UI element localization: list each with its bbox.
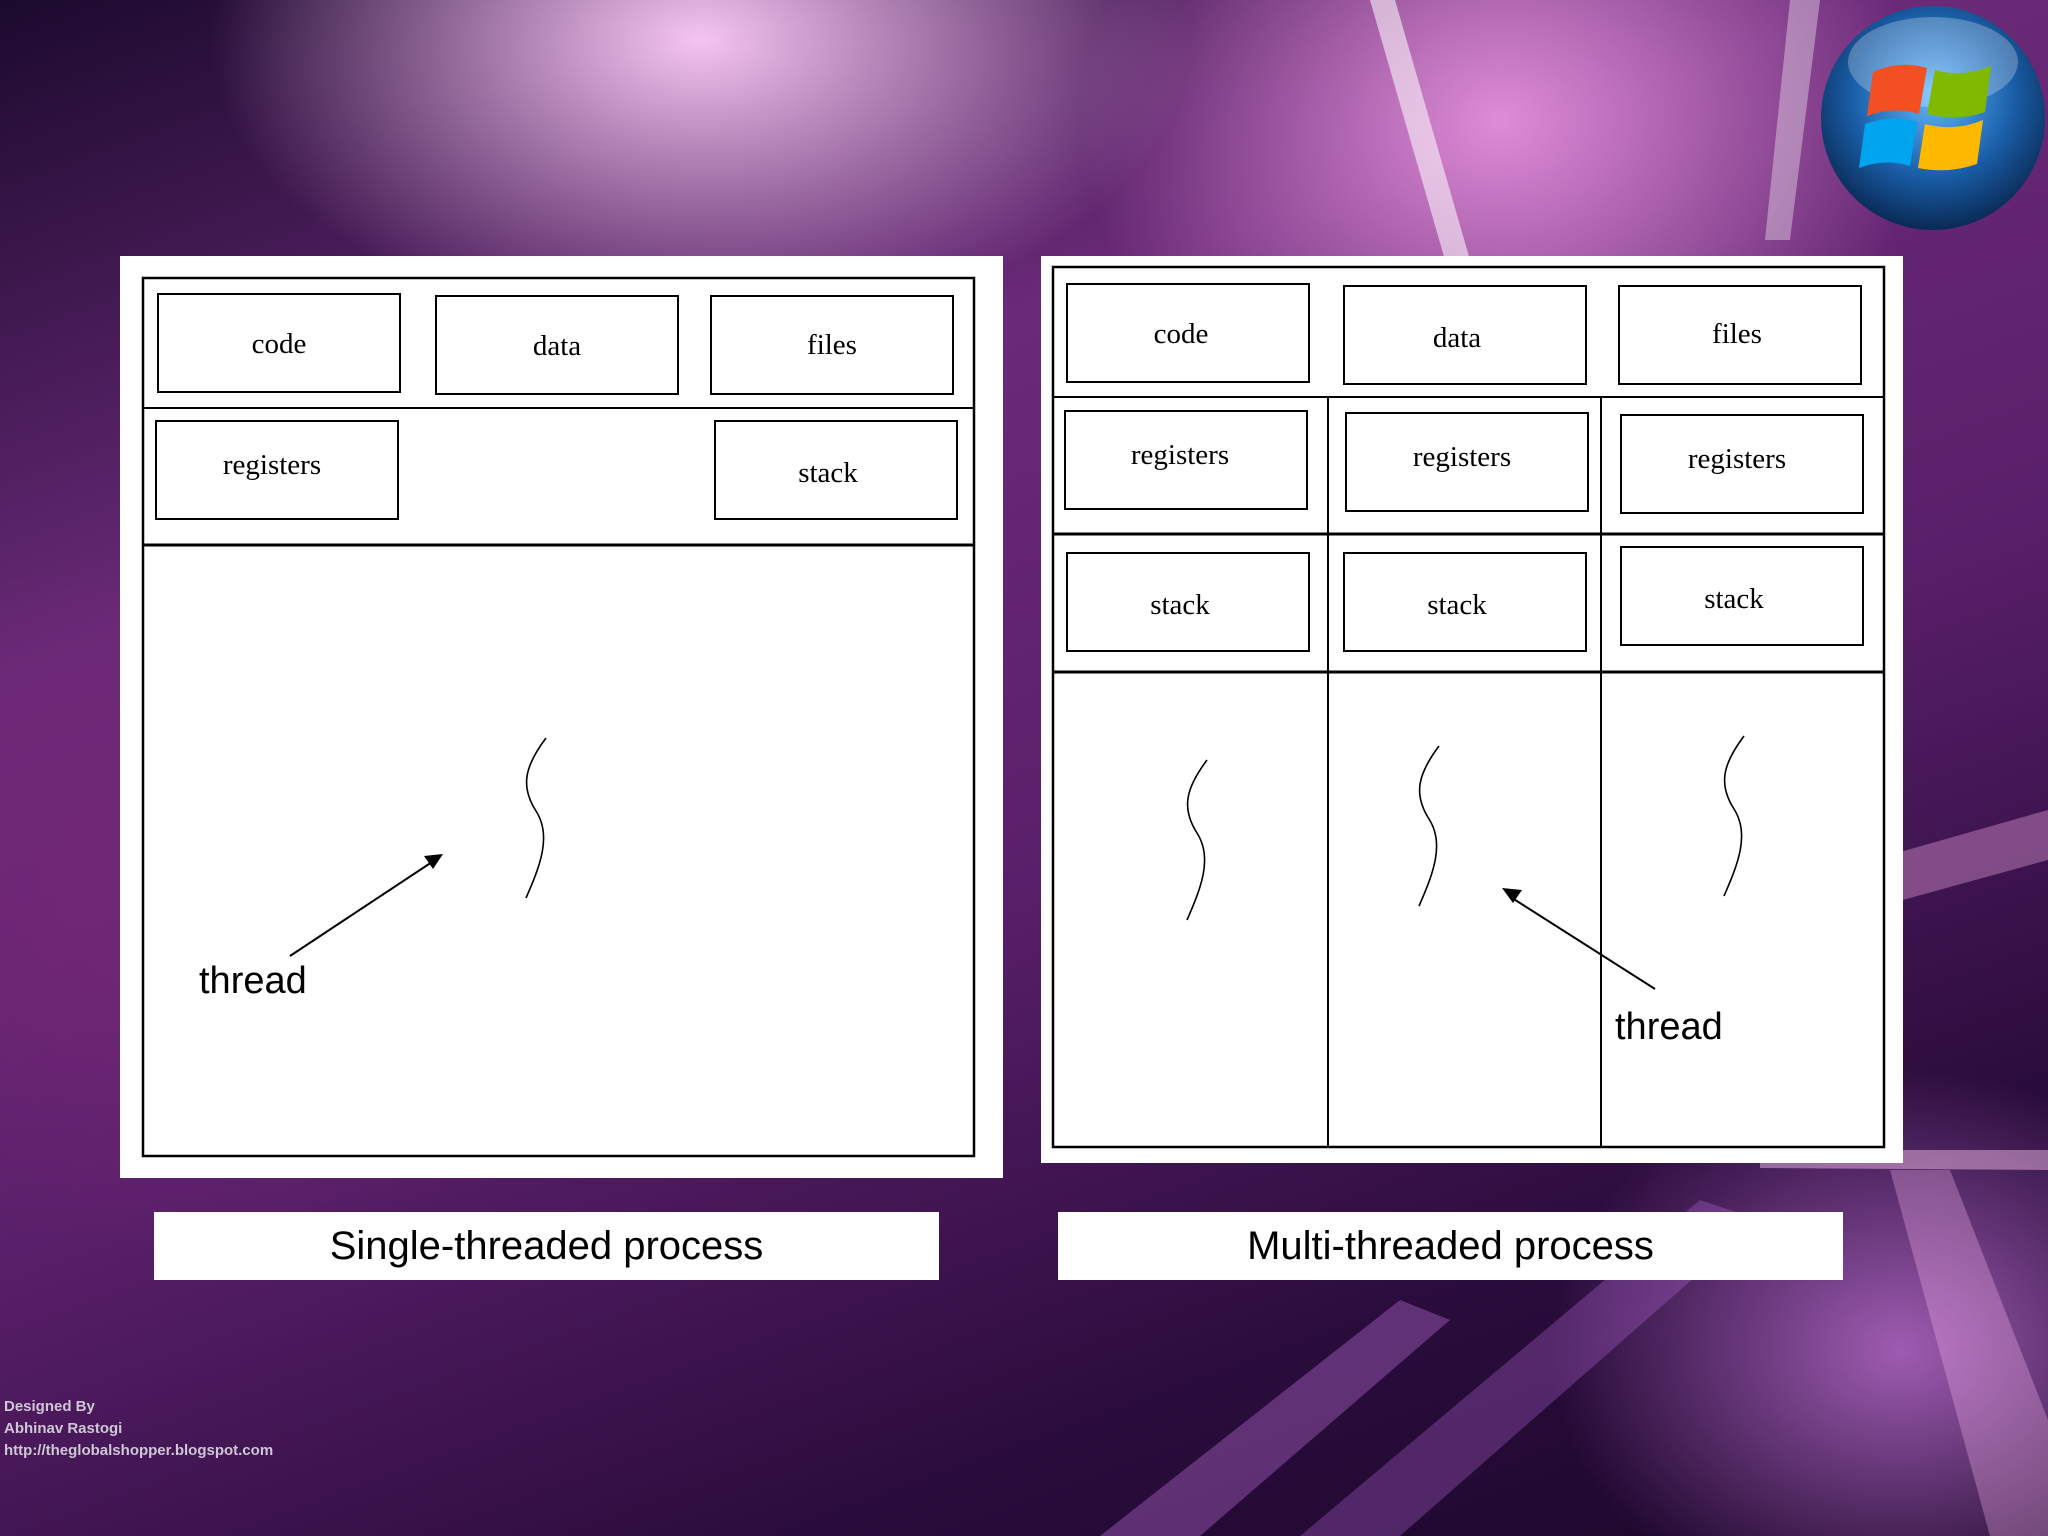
registers-label: registers [1131, 439, 1229, 471]
thread-arrow [289, 861, 433, 957]
registers-box: registers [1620, 414, 1864, 514]
data-label: data [1433, 322, 1481, 354]
code-box: code [157, 293, 401, 393]
files-label: files [1712, 318, 1762, 350]
data-box: data [1343, 285, 1587, 385]
stack-box: stack [1343, 552, 1587, 652]
code-label: code [252, 328, 307, 360]
registers-box: registers [1064, 410, 1308, 510]
thread-squiggle-icon [525, 737, 547, 899]
thread-label: thread [1615, 1006, 1723, 1048]
stack-box: stack [1620, 546, 1864, 646]
thread-squiggle-icon [1418, 745, 1440, 907]
stack-label: stack [1704, 583, 1764, 615]
thread-squiggle-icon [1723, 735, 1745, 897]
arrowhead-icon [1502, 888, 1522, 903]
files-box: files [1618, 285, 1862, 385]
registers-label: registers [1688, 443, 1786, 475]
data-box: data [435, 295, 679, 395]
process-frame [1051, 265, 1886, 1149]
code-label: code [1154, 318, 1209, 350]
process-frame [141, 276, 976, 1158]
single-threaded-caption: Single-threaded process [154, 1212, 939, 1280]
registers-label: registers [223, 449, 321, 481]
thread-arrow [1508, 895, 1656, 990]
code-box: code [1066, 283, 1310, 383]
registers-box: registers [1345, 412, 1589, 512]
multi-threaded-panel: code data files registers registers regi… [1041, 256, 1903, 1163]
data-label: data [533, 330, 581, 362]
credits-line: Abhinav Rastogi [4, 1420, 123, 1437]
designer-credits: Designed By Abhinav Rastogi http://thegl… [4, 1396, 273, 1462]
multi-threaded-caption: Multi-threaded process [1058, 1212, 1843, 1280]
files-box: files [710, 295, 954, 395]
multi-threaded-diagram: code data files registers registers regi… [1051, 265, 1886, 1149]
single-threaded-diagram: code data files registers stack thread [141, 276, 976, 1158]
registers-box: registers [155, 420, 399, 520]
single-threaded-panel: code data files registers stack thread [120, 256, 1003, 1178]
registers-label: registers [1413, 441, 1511, 473]
credits-link: http://theglobalshopper.blogspot.com [4, 1442, 274, 1459]
stack-label: stack [1150, 589, 1210, 621]
stack-label: stack [1427, 589, 1487, 621]
thread-label: thread [199, 960, 307, 1002]
files-label: files [807, 329, 857, 361]
arrowhead-icon [424, 854, 443, 869]
stack-box: stack [714, 420, 958, 520]
stack-box: stack [1066, 552, 1310, 652]
thread-squiggle-icon [1186, 759, 1208, 921]
windows-logo [1821, 6, 2045, 230]
credits-line: Designed By [4, 1398, 95, 1415]
stack-label: stack [798, 457, 858, 489]
